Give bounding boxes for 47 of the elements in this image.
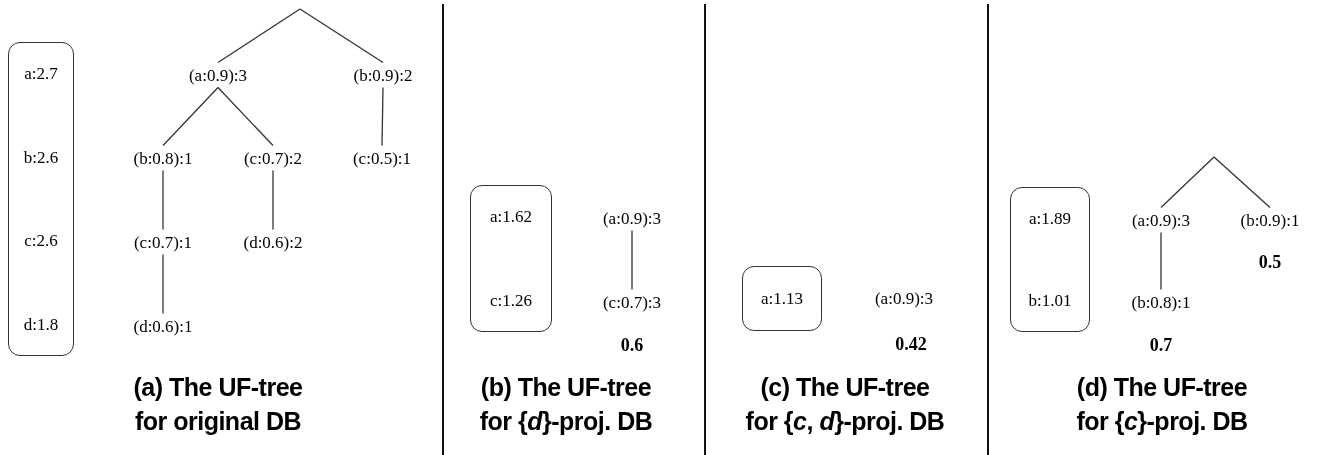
support-value: 0.5: [1258, 253, 1282, 271]
header-table-entry: b:1.01: [1028, 292, 1072, 309]
subfigure-caption: (c) The UF-tree for {c, d}-proj. DB: [744, 372, 946, 437]
subfigure-caption: (d) The UF-tree for {c}-proj. DB: [1075, 372, 1249, 437]
header-table-entry: b:2.6: [23, 148, 59, 166]
header-table-box: [470, 185, 552, 332]
tree-node-label: (d:0.6):1: [133, 317, 193, 335]
tree-node-label: (a:0.9):3: [188, 66, 248, 84]
tree-branch: [1160, 231, 1162, 291]
tree-node-label: (a:0.9):3: [602, 209, 662, 227]
support-value: 0.6: [620, 336, 644, 354]
header-table-entry: c:2.6: [24, 232, 58, 250]
header-table-entry: c:1.26: [490, 292, 532, 309]
tree-node-label: (c:0.7):3: [602, 293, 662, 311]
tree-branch: [1160, 156, 1215, 209]
tree-node-label: (c:0.7):2: [243, 149, 303, 167]
tree-branch: [162, 169, 164, 231]
tree-node-label: (b:0.9):1: [1240, 211, 1300, 229]
tree-node-label: (a:0.9):3: [874, 289, 934, 307]
tree-branch: [299, 8, 384, 64]
tree-node-label: (b:0.9):2: [353, 66, 413, 84]
header-table-box: [8, 42, 74, 356]
header-table-entry: a:1.13: [761, 290, 803, 307]
support-value: 0.42: [895, 335, 927, 353]
header-table-entry: a:1.62: [490, 208, 532, 225]
subfigure-caption: (a) The UF-tree for original DB: [132, 372, 304, 437]
tree-branch: [162, 253, 164, 315]
tree-node-label: (b:0.8):1: [133, 149, 193, 167]
header-table-entry: a:2.7: [24, 65, 58, 82]
tree-branch: [381, 86, 384, 147]
tree-node-label: (d:0.6):2: [243, 233, 303, 251]
tree-branch: [631, 229, 633, 291]
tree-node-label: (c:0.7):1: [133, 233, 193, 251]
tree-branch: [217, 86, 274, 147]
tree-node-label: (a:0.9):3: [1131, 211, 1191, 229]
support-value: 0.7: [1149, 336, 1173, 354]
header-table-entry: d:1.8: [23, 315, 59, 333]
tree-branch: [162, 86, 219, 147]
header-table-box: [742, 266, 822, 331]
subfigure-caption: (b) The UF-tree for {d}-proj. DB: [478, 372, 654, 437]
header-table-box: [1010, 187, 1090, 332]
tree-branch: [1213, 156, 1271, 209]
tree-branch: [272, 169, 274, 231]
tree-node-label: (c:0.5):1: [352, 149, 412, 167]
tree-node-label: (b:0.8):1: [1131, 293, 1191, 311]
tree-branch: [217, 8, 301, 64]
header-table-entry: a:1.89: [1029, 210, 1071, 227]
